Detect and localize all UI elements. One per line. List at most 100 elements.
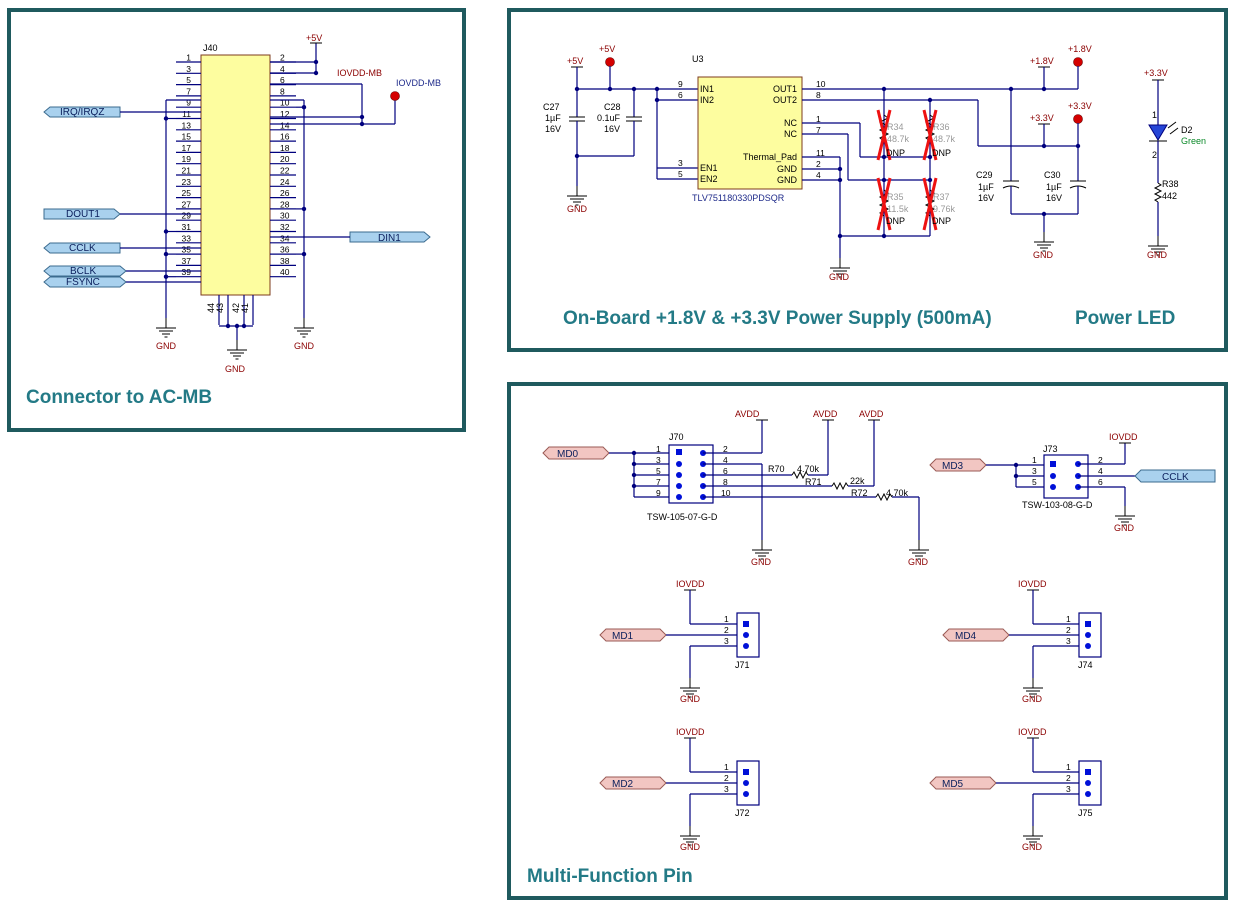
svg-text:2: 2 xyxy=(1066,773,1071,783)
u3-pin-en1: EN1 xyxy=(700,163,718,173)
svg-text:GND: GND xyxy=(680,694,701,704)
mfp-circuit: MD0 J70 1 3 5 7 9 2 4 6 8 10 TSW-105 xyxy=(542,409,1216,852)
c29-voltage: 16V xyxy=(978,193,994,203)
r71-value: 22k xyxy=(850,476,865,486)
port-dout1: DOUT1 xyxy=(43,208,201,220)
svg-text:3: 3 xyxy=(724,784,729,794)
svg-text:1: 1 xyxy=(816,114,821,124)
j40-pin-1: 1 xyxy=(186,53,191,63)
pwr-18-label-b: +1.8V xyxy=(1068,44,1092,54)
j73-part: TSW-103-08-G-D xyxy=(1022,500,1093,510)
svg-text:10: 10 xyxy=(721,488,731,498)
port-cclk-right: CCLK xyxy=(1134,469,1216,483)
r38-value: 442 xyxy=(1162,191,1177,201)
c27-value: 1µF xyxy=(545,113,561,123)
c28-value: 0.1uF xyxy=(597,113,621,123)
j40-ref: J40 xyxy=(203,43,218,53)
port-md1: MD1 xyxy=(612,631,634,642)
svg-text:2: 2 xyxy=(724,773,729,783)
r36-value: 48.7k xyxy=(933,134,956,144)
port-fsync: FSYNC xyxy=(43,276,201,288)
j40-pin-25: 25 xyxy=(182,188,192,198)
j40-pin-24: 24 xyxy=(280,177,290,187)
j40-pin-30: 30 xyxy=(280,211,290,221)
j40-pin-34: 34 xyxy=(280,233,290,243)
j40-pin-35: 35 xyxy=(182,245,192,255)
svg-text:3: 3 xyxy=(1066,636,1071,646)
port-md4: MD4 xyxy=(955,631,977,642)
svg-text:FSYNC: FSYNC xyxy=(66,277,100,288)
power-panel-title: On-Board +1.8V & +3.3V Power Supply (500… xyxy=(563,308,992,329)
j40-pin-22: 22 xyxy=(280,166,290,176)
svg-text:8: 8 xyxy=(816,90,821,100)
avdd-label-2: AVDD xyxy=(813,409,838,419)
j72-ref: J72 xyxy=(735,808,750,818)
u3-pin-in2: IN2 xyxy=(700,95,714,105)
svg-text:GND: GND xyxy=(1022,694,1043,704)
j40-5v-label: +5V xyxy=(306,33,322,43)
port-md3: MD3 xyxy=(929,458,987,472)
iovdd-j73: IOVDD xyxy=(1109,432,1138,442)
j40-pin-31: 31 xyxy=(182,222,192,232)
svg-text:5: 5 xyxy=(678,169,683,179)
pwr-5v-label-b: +5V xyxy=(599,44,615,54)
pwr-33-label-b: +3.3V xyxy=(1068,101,1092,111)
r70-value: 4.70k xyxy=(797,464,820,474)
pwr-33-label-a: +3.3V xyxy=(1030,113,1054,123)
j40-left-gnd-bus: GND xyxy=(155,100,177,351)
svg-text:1: 1 xyxy=(1066,614,1071,624)
svg-text:3: 3 xyxy=(656,455,661,465)
header-j74: IOVDD MD4 GND 1 2 3 J74 xyxy=(942,579,1102,704)
svg-text:9: 9 xyxy=(656,488,661,498)
port-md5: MD5 xyxy=(942,779,964,790)
led-diode-icon xyxy=(1148,124,1168,141)
svg-text:10: 10 xyxy=(816,79,826,89)
avdd-label-3: AVDD xyxy=(859,409,884,419)
svg-text:3: 3 xyxy=(724,636,729,646)
r34-ref: R34 xyxy=(887,122,904,132)
u3-body xyxy=(697,76,803,190)
j73-ref: J73 xyxy=(1043,444,1058,454)
port-bclk: BCLK xyxy=(43,265,201,277)
pwr-5v-power-dot xyxy=(605,57,615,67)
j70-part: TSW-105-07-G-D xyxy=(647,512,718,522)
port-md0: MD0 xyxy=(542,446,610,460)
r36-ref: R36 xyxy=(933,122,950,132)
j40-pin-44: 44 xyxy=(206,303,216,313)
j40-pin-7: 7 xyxy=(186,86,191,96)
svg-text:1: 1 xyxy=(1066,762,1071,772)
j40-pin-33: 33 xyxy=(182,233,192,243)
svg-text:5: 5 xyxy=(1032,477,1037,487)
r34-value: 48.7k xyxy=(887,134,910,144)
j40-right-gnd-bus: GND xyxy=(293,100,315,351)
u3-pin-en2: EN2 xyxy=(700,174,718,184)
svg-text:1: 1 xyxy=(724,762,729,772)
j40-pin-42: 42 xyxy=(231,303,241,313)
iovdd-mb-label-b: IOVDD-MB xyxy=(396,78,441,88)
connector-panel-frame xyxy=(7,8,466,432)
svg-text:CCLK: CCLK xyxy=(69,243,96,254)
u3-pin-gnd2: GND xyxy=(777,175,798,185)
power-panel-frame xyxy=(507,8,1228,352)
j40-pin-17: 17 xyxy=(182,143,192,153)
svg-text:2: 2 xyxy=(1066,625,1071,635)
svg-text:7: 7 xyxy=(656,477,661,487)
pwr-gnd-left: GND xyxy=(567,204,588,214)
j40-pin-3: 3 xyxy=(186,64,191,74)
pwr-18-power-dot xyxy=(1073,57,1083,67)
j40-bottom-pins: 44 43 42 41 GND xyxy=(206,295,254,374)
j40-pin-28: 28 xyxy=(280,199,290,209)
u3-pin-in1: IN1 xyxy=(700,84,714,94)
u3-pin-out1: OUT1 xyxy=(773,84,797,94)
r35-ref: R35 xyxy=(887,192,904,202)
j40-pin-8: 8 xyxy=(280,86,285,96)
svg-text:GND: GND xyxy=(1022,842,1043,852)
r37-value: 9.76k xyxy=(933,204,956,214)
j40-pin-23: 23 xyxy=(182,177,192,187)
j40-pin-14: 14 xyxy=(280,120,290,130)
svg-text:MD3: MD3 xyxy=(942,461,964,472)
svg-text:4: 4 xyxy=(723,455,728,465)
r38-ref: R38 xyxy=(1162,179,1179,189)
u3-pin-out2: OUT2 xyxy=(773,95,797,105)
j40-pin-43: 43 xyxy=(215,303,225,313)
